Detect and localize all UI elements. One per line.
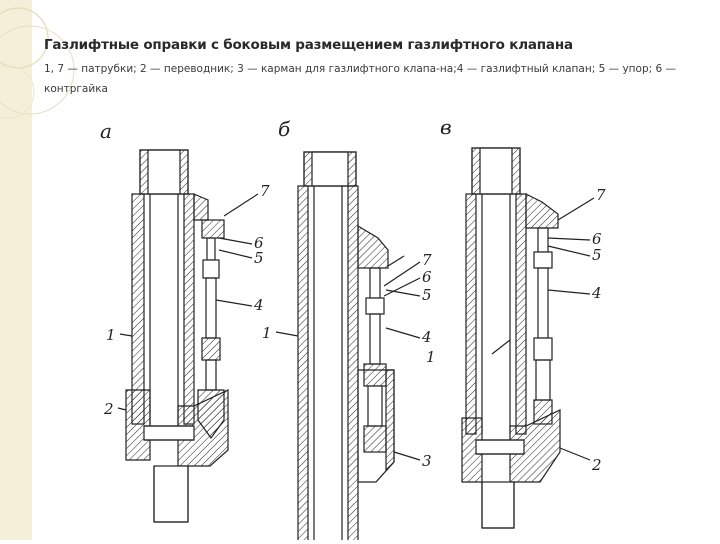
panel-a-label-1: 1 [106, 326, 116, 344]
panel-a-label-6: 6 [254, 234, 264, 252]
panel-a-label-2: 2 [103, 400, 114, 418]
panel-a-label-5: 5 [254, 249, 264, 267]
panel-c-label-4: 4 [591, 284, 602, 302]
panel-b-letter: б [278, 117, 291, 141]
slide-caption: 1, 7 — патрубки; 2 — переводник; 3 — кар… [44, 63, 677, 95]
panel-b-label-6: 6 [422, 268, 432, 286]
panel-c-label-5: 5 [592, 246, 602, 264]
panel-a: а [100, 119, 270, 523]
panel-b-label-3: 3 [422, 452, 432, 470]
panel-c-letter: в [440, 115, 452, 139]
left-decor-band [0, 0, 32, 540]
decor-circles [0, 7, 75, 119]
mandrel-figure: а [90, 110, 650, 544]
panel-a-letter: а [100, 119, 112, 143]
panel-c-label-2: 2 [591, 456, 602, 474]
panel-c-label-7: 7 [596, 186, 606, 204]
panel-a-label-7: 7 [260, 182, 270, 200]
panel-c: в [426, 115, 606, 529]
mandrel-drawing: а [100, 115, 606, 544]
panel-c-label-1: 1 [426, 348, 436, 366]
panel-b-label-5: 5 [422, 286, 432, 304]
panel-b-label-1: 1 [262, 324, 272, 342]
panel-b-label-4: 4 [421, 328, 432, 346]
panel-b-label-7: 7 [422, 251, 432, 269]
panel-b: б 7 6 [262, 117, 432, 544]
slide-title: Газлифтные оправки с боковым размещением… [44, 37, 573, 53]
panel-a-label-4: 4 [253, 296, 264, 314]
panel-c-label-6: 6 [592, 230, 602, 248]
